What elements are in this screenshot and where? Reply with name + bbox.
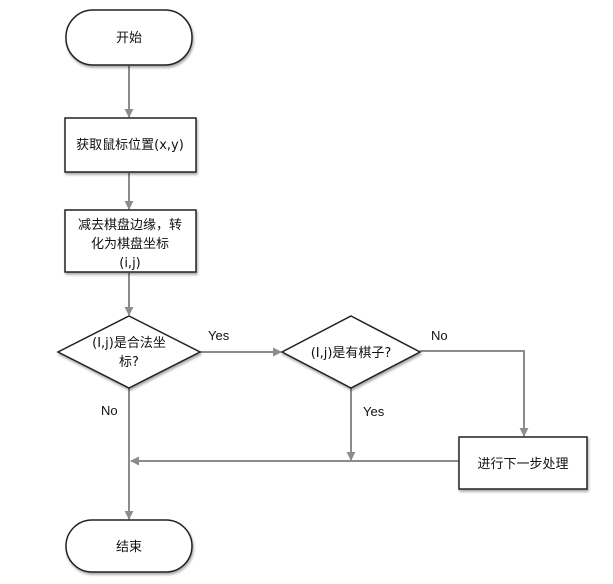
end-label: 结束: [116, 540, 142, 555]
node-has-piece: (I,j)是有棋子?: [280, 315, 422, 389]
node-convert-coordinates: 减去棋盘边缘，转 化为棋盘坐标 (i,j): [64, 209, 197, 273]
valid-check-label-line-2: 标?: [119, 355, 139, 370]
convert-label-line-3: (i,j): [119, 256, 141, 271]
edges: [124, 66, 529, 520]
get-mouse-process-shape: [64, 117, 197, 173]
convert-label-line-1: 减去棋盘边缘，转: [78, 217, 182, 233]
edge-label-valid-no: No: [101, 403, 118, 418]
start-label: 开始: [116, 31, 142, 46]
convert-process-shape: [64, 209, 197, 273]
end-terminator-shape: [65, 519, 193, 573]
next-step-label: 进行下一步处理: [477, 457, 568, 472]
valid-check-decision-shape: [56, 315, 202, 389]
edge-has-piece-no-to-next-step: [420, 350, 529, 437]
node-next-step: 进行下一步处理: [458, 436, 588, 490]
node-valid-check: (I,j)是合法坐 标?: [56, 315, 202, 389]
node-start: 开始: [65, 9, 193, 66]
convert-label-line-2: 化为棋盘坐标: [91, 236, 169, 252]
has-piece-label: (I,j)是有棋子?: [311, 346, 392, 361]
valid-check-label-line-1: (I,j)是合法坐: [92, 336, 166, 351]
edge-label-valid-yes: Yes: [208, 328, 230, 343]
edge-label-has-piece-yes: Yes: [363, 404, 385, 419]
get-mouse-label: 获取鼠标位置(x,y): [76, 138, 184, 153]
next-step-process-shape: [458, 436, 588, 490]
node-end: 结束: [65, 519, 193, 573]
node-get-mouse-position: 获取鼠标位置(x,y): [64, 117, 197, 173]
edge-label-has-piece-no: No: [431, 328, 448, 343]
has-piece-decision-shape: [280, 315, 422, 389]
start-terminator-shape: [65, 9, 193, 66]
